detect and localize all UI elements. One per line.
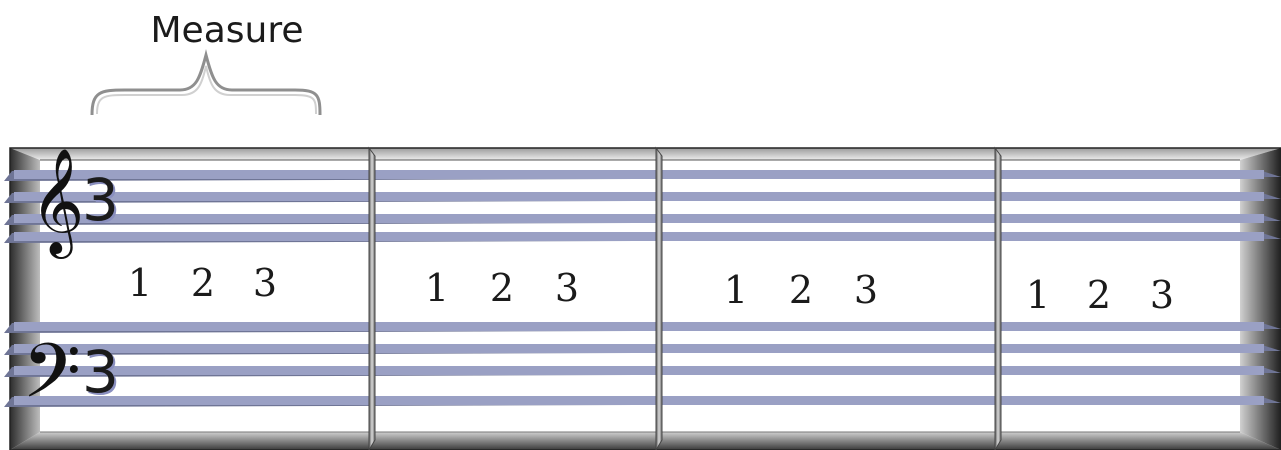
beat-count: 3 xyxy=(1150,273,1174,317)
bass-staff-line xyxy=(14,396,1264,405)
beat-count: 2 xyxy=(1087,273,1111,317)
beat-count: 3 xyxy=(253,261,277,305)
bass-staff-line xyxy=(14,322,1264,331)
beat-count: 1 xyxy=(1026,273,1050,317)
beat-count: 3 xyxy=(854,268,878,312)
treble-clef-icon: 𝄞 xyxy=(30,147,84,259)
bass-clef-icon: 𝄢 xyxy=(22,327,81,434)
beat-count: 3 xyxy=(555,266,579,310)
bass-time-signature: 3 xyxy=(82,338,119,406)
beat-count: 2 xyxy=(789,268,813,312)
measure-brace xyxy=(92,55,320,115)
bass-staff-line xyxy=(14,344,1264,353)
beat-count: 2 xyxy=(191,261,215,305)
treble-staff-line xyxy=(14,214,1264,223)
treble-time-signature: 3 xyxy=(82,166,119,234)
treble-staff-line xyxy=(14,192,1264,201)
barline xyxy=(656,148,662,450)
beat-count: 1 xyxy=(425,266,449,310)
barline xyxy=(369,148,375,450)
beat-count: 2 xyxy=(490,266,514,310)
barline xyxy=(995,148,1001,450)
beat-count: 1 xyxy=(724,268,748,312)
treble-staff-line xyxy=(14,232,1264,241)
measure-label: Measure xyxy=(151,10,304,51)
bass-staff-line xyxy=(14,366,1264,375)
beat-count: 1 xyxy=(128,261,152,305)
treble-staff-line xyxy=(14,170,1264,179)
